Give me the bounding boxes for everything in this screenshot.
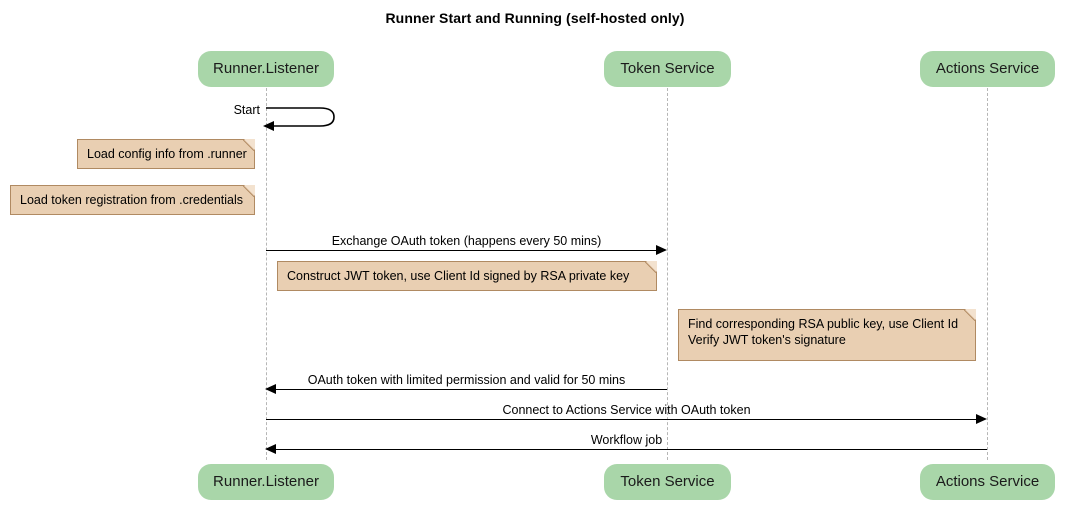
participant-runner-bottom[interactable]: Runner.Listener: [198, 464, 334, 500]
message-line-workflow-job: [276, 449, 987, 450]
note-load-config: Load config info from .runner: [77, 139, 255, 169]
arrow-head-start: [263, 121, 274, 131]
participant-label: Runner.Listener: [213, 473, 319, 490]
lifeline-actions: [987, 88, 988, 460]
page-title: Runner Start and Running (self-hosted on…: [385, 10, 685, 26]
note-fold-edge-icon: [243, 185, 255, 197]
arrow-head-exchange-oauth-token: [656, 245, 667, 255]
message-line-connect-actions-service: [266, 419, 977, 420]
note-text: Load config info from .runner: [87, 147, 247, 161]
message-line-exchange-oauth-token: [266, 250, 657, 251]
message-label-oauth-token-reply: OAuth token with limited permission and …: [307, 373, 626, 387]
participant-runner-top[interactable]: Runner.Listener: [198, 51, 334, 87]
message-label-exchange-oauth-token: Exchange OAuth token (happens every 50 m…: [331, 234, 602, 248]
message-label-connect-actions-service: Connect to Actions Service with OAuth to…: [502, 403, 751, 417]
note-load-token-registration: Load token registration from .credential…: [10, 185, 255, 215]
self-loop-icon: [266, 107, 335, 127]
message-label-workflow-job: Workflow job: [590, 433, 663, 447]
note-text-line-2: Verify JWT token's signature: [688, 333, 846, 347]
participant-label: Token Service: [620, 60, 715, 77]
note-fold-edge-icon: [964, 309, 976, 321]
note-text: Load token registration from .credential…: [20, 193, 244, 207]
participant-token-bottom[interactable]: Token Service: [604, 464, 731, 500]
arrow-head-oauth-token-reply: [265, 384, 276, 394]
participant-label: Token Service: [620, 473, 715, 490]
participant-actions-top[interactable]: Actions Service: [920, 51, 1055, 87]
note-construct-jwt: Construct JWT token, use Client Id signe…: [277, 261, 657, 291]
note-fold-edge-icon: [645, 261, 657, 273]
note-text-line-1: Find corresponding RSA public key, use C…: [688, 317, 959, 331]
note-text: Construct JWT token, use Client Id signe…: [287, 269, 630, 283]
lifeline-runner: [266, 88, 267, 460]
arrow-head-workflow-job: [265, 444, 276, 454]
note-fold-edge-icon: [243, 139, 255, 151]
participant-label: Runner.Listener: [213, 60, 319, 77]
message-label-start: Start: [233, 103, 260, 117]
participant-token-top[interactable]: Token Service: [604, 51, 731, 87]
participant-label: Actions Service: [935, 60, 1040, 77]
participant-actions-bottom[interactable]: Actions Service: [920, 464, 1055, 500]
message-arrow-start: [262, 102, 342, 139]
note-verify-jwt: Find corresponding RSA public key, use C…: [678, 309, 976, 361]
message-line-oauth-token-reply: [276, 389, 667, 390]
arrow-head-connect-actions-service: [976, 414, 987, 424]
participant-label: Actions Service: [935, 473, 1040, 490]
lifeline-token: [667, 88, 668, 460]
